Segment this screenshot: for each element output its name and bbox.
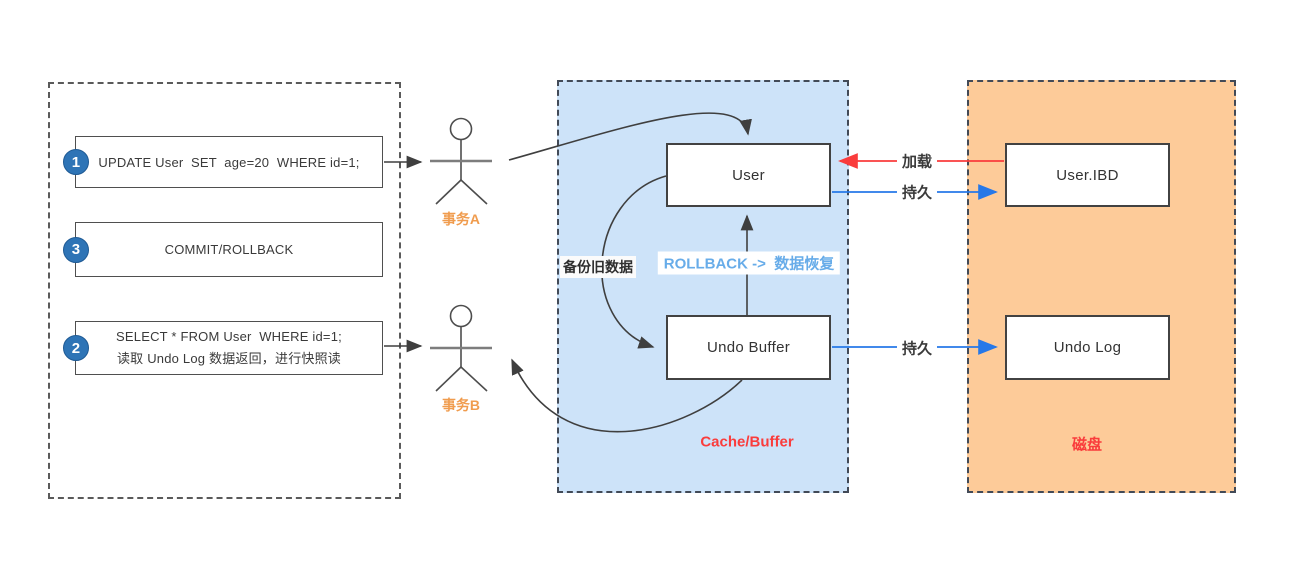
undo-log-node-label: Undo Log (1053, 339, 1122, 356)
user-ibd-node: User.IBD (1005, 143, 1170, 207)
step-badge-1: 1 (63, 149, 89, 175)
backup-old-data-annotation: 备份旧数据 (560, 256, 636, 278)
actor-a-left-leg (435, 179, 462, 205)
actor-b-head (449, 304, 473, 328)
actor-a-head (449, 117, 473, 141)
edge-undo-buffer-to-actor-b (511, 358, 743, 433)
edge-actor-a-to-user (508, 112, 752, 161)
statement-commit-rollback: 3 COMMIT/ROLLBACK (63, 222, 383, 277)
user-node-label: User (732, 166, 765, 184)
actor-a-right-leg (460, 179, 488, 205)
rollback-recovery-annotation: ROLLBACK -> 数据恢复 (657, 251, 841, 275)
actor-a-label: 事务A (441, 211, 481, 227)
statement-select-sql: SELECT * FROM User WHERE id=1; (116, 329, 342, 344)
user-node: User (666, 143, 831, 207)
persist-user-edge-label: 持久 (896, 181, 938, 203)
undo-log-node: Undo Log (1005, 315, 1170, 380)
user-ibd-node-label: User.IBD (1056, 166, 1119, 184)
statement-select-note: 读取 Undo Log 数据返回，进行快照读 (116, 351, 341, 366)
statement-update-sql: UPDATE User SET age=20 WHERE id=1; (98, 154, 360, 170)
actor-a-figure (430, 117, 492, 205)
undo-buffer-node-label: Undo Buffer (706, 339, 791, 356)
actor-b-left-leg (435, 366, 462, 392)
actor-b-figure (430, 304, 492, 392)
persist-undo-edge-label: 持久 (896, 337, 938, 359)
actor-b-label: 事务B (441, 397, 481, 413)
statement-commit-rollback-text: COMMIT/ROLLBACK (164, 242, 294, 257)
step-badge-2: 2 (63, 335, 89, 361)
disk-region-title: 磁盘 (1071, 436, 1103, 454)
statement-select: 2 SELECT * FROM User WHERE id=1; 读取 Undo… (63, 321, 383, 375)
actor-b-right-leg (460, 366, 488, 392)
step-badge-3: 3 (63, 236, 89, 263)
undo-buffer-node: Undo Buffer (666, 315, 831, 380)
statement-update: 1 UPDATE User SET age=20 WHERE id=1; (63, 136, 383, 188)
cache-buffer-region-title: Cache/Buffer (700, 433, 794, 451)
load-edge-label: 加载 (896, 150, 938, 172)
